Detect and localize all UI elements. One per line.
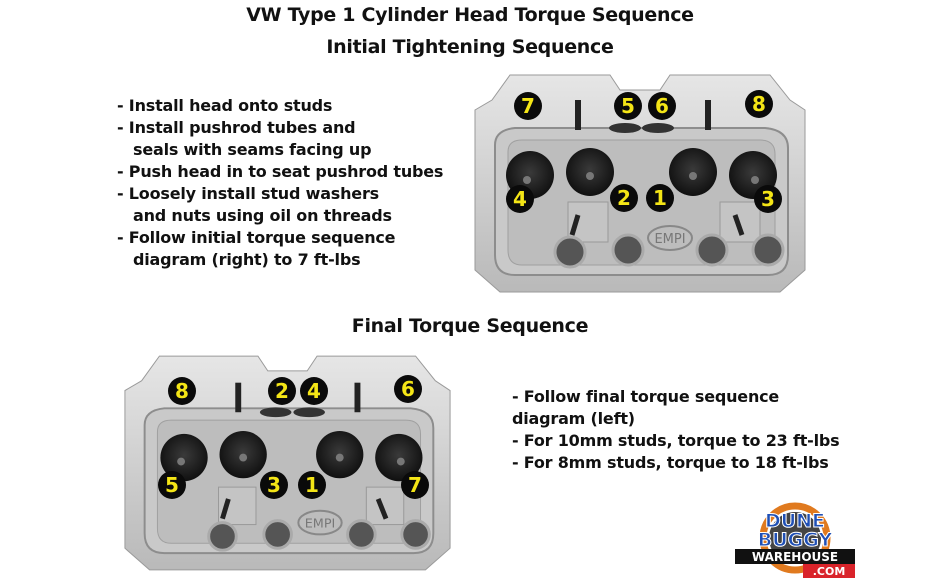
sequence-badge-5: 5 [158, 471, 186, 499]
sequence-badge-2: 2 [610, 184, 638, 212]
logo-dune: DUNE [765, 510, 825, 532]
step-line: - Loosely install stud washers [117, 184, 379, 203]
step-line: seals with seams facing up [133, 140, 372, 159]
sequence-badge-5: 5 [614, 92, 642, 120]
initial-sequence-heading: Initial Tightening Sequence [326, 36, 614, 58]
sequence-badge-8: 8 [168, 377, 196, 405]
logo-buggy: BUGGY [758, 529, 833, 551]
logo-warehouse: WAREHOUSE [752, 550, 838, 564]
cylinder-head-illustration: EMPI [124, 355, 451, 571]
final-steps-list: - Follow final torque sequence diagram (… [512, 386, 840, 474]
sequence-badge-4: 4 [300, 377, 328, 405]
logo-com: .COM [813, 565, 846, 578]
step-line: - For 10mm studs, torque to 23 ft-lbs [512, 431, 840, 450]
sequence-badge-7: 7 [514, 92, 542, 120]
initial-sequence-diagram: EMPI 7 5 6 8 4 2 1 3 [470, 70, 810, 295]
step-line: and nuts using oil on threads [133, 206, 392, 225]
sequence-badge-1: 1 [298, 471, 326, 499]
empi-stamp: EMPI [305, 517, 336, 532]
step-line: - Install pushrod tubes and [117, 118, 356, 137]
sequence-badge-4: 4 [506, 185, 534, 213]
sequence-badge-7: 7 [401, 471, 429, 499]
step-line: - Follow initial torque sequence [117, 228, 396, 247]
sequence-badge-6: 6 [394, 375, 422, 403]
step-line: diagram (right) to 7 ft-lbs [133, 250, 361, 269]
initial-steps-list: - Install head onto studs - Install push… [117, 95, 443, 271]
cylinder-head-illustration: EMPI [474, 74, 806, 293]
empi-stamp: EMPI [654, 232, 685, 247]
final-sequence-diagram: EMPI 8 2 4 6 5 3 1 7 [120, 348, 455, 576]
dune-buggy-warehouse-logo: DUNE BUGGY WAREHOUSE .COM [735, 500, 860, 582]
sequence-badge-1: 1 [646, 184, 674, 212]
sequence-badge-6: 6 [648, 92, 676, 120]
step-line: - For 8mm studs, torque to 18 ft-lbs [512, 453, 829, 472]
step-line: - Push head in to seat pushrod tubes [117, 162, 444, 181]
sequence-badge-2: 2 [268, 377, 296, 405]
final-sequence-heading: Final Torque Sequence [351, 315, 589, 337]
sequence-badge-3: 3 [754, 185, 782, 213]
sequence-badge-8: 8 [745, 90, 773, 118]
sequence-badge-3: 3 [260, 471, 288, 499]
page-title: VW Type 1 Cylinder Head Torque Sequence [246, 4, 694, 26]
step-line: diagram (left) [512, 409, 635, 428]
step-line: - Follow final torque sequence [512, 387, 780, 406]
step-line: - Install head onto studs [117, 96, 333, 115]
